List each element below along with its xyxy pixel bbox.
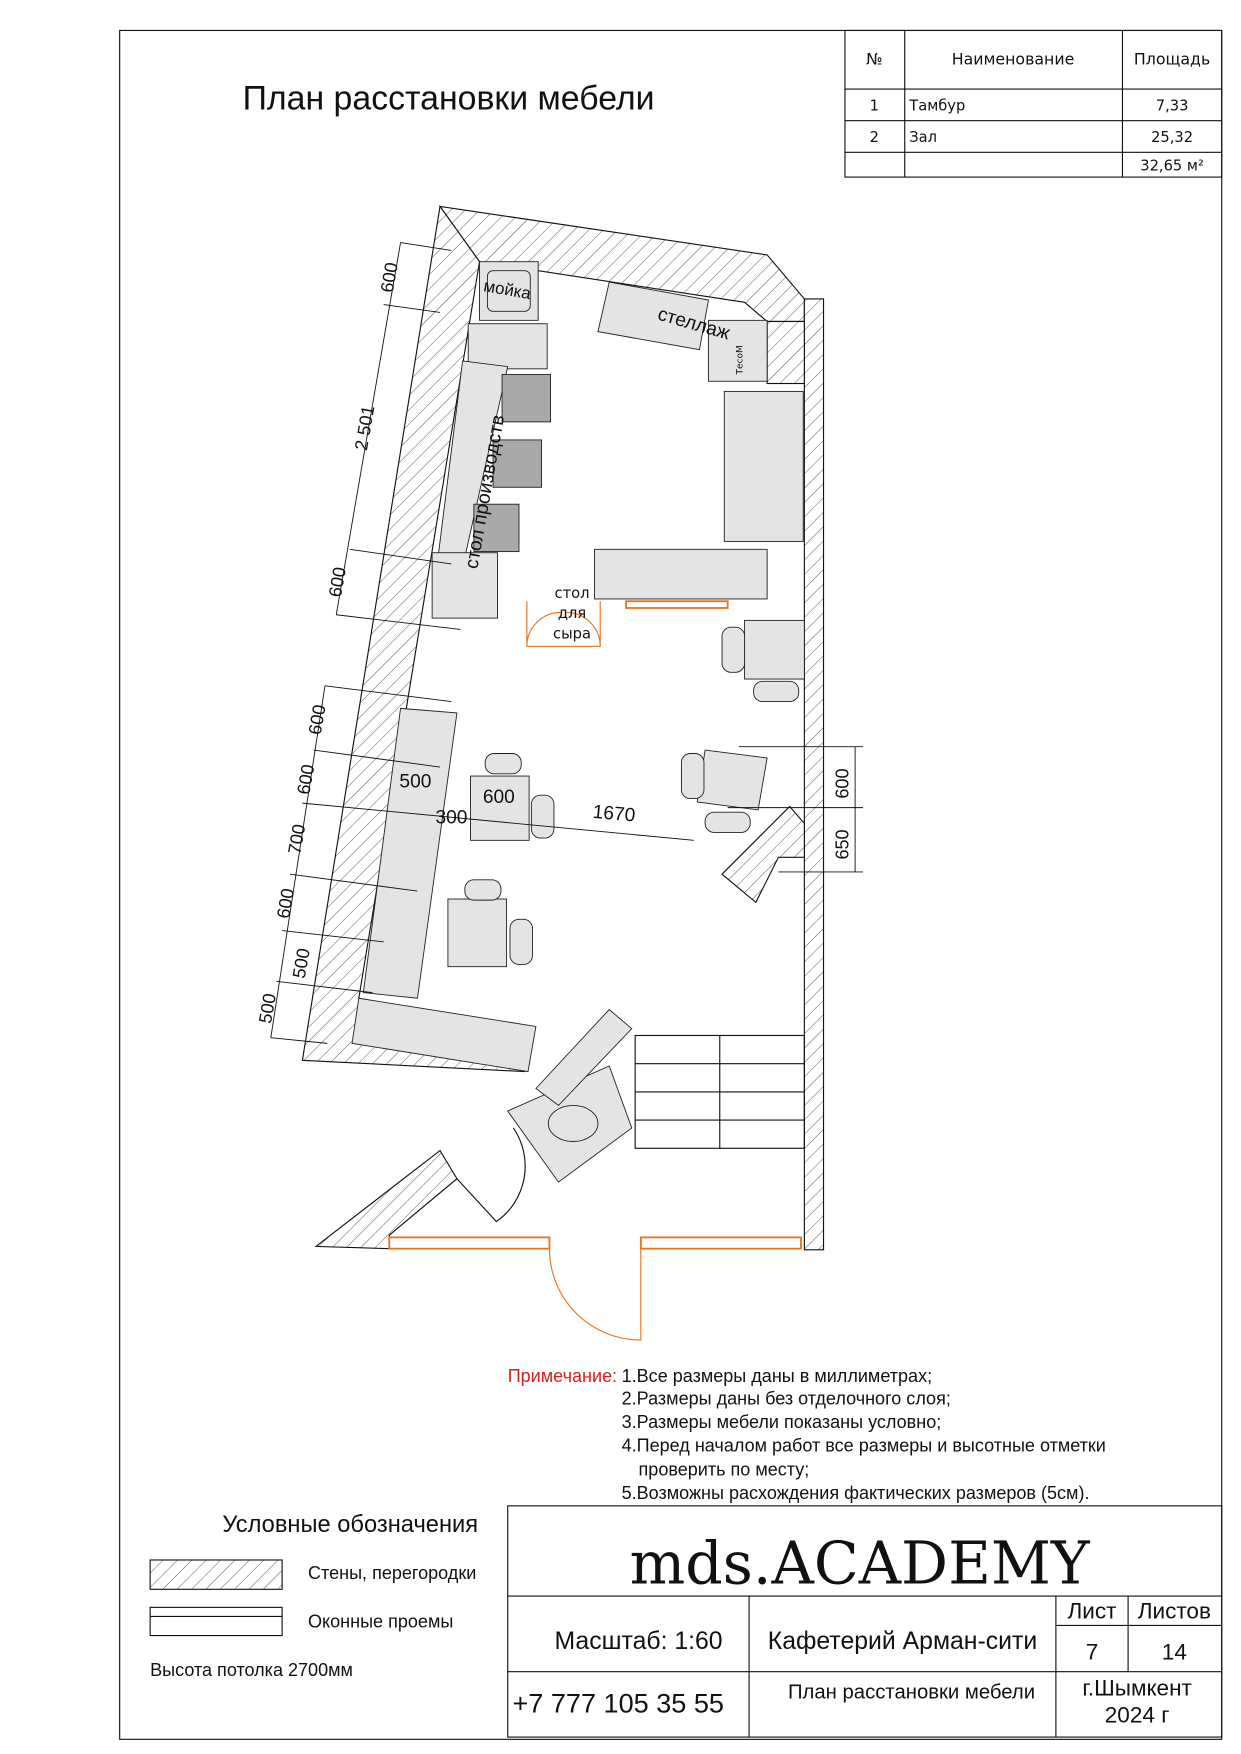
- table: [744, 619, 805, 680]
- floor-plan: мойка стеллаж ТесоМ стол производств сто…: [255, 204, 864, 1341]
- equipment: [501, 374, 552, 423]
- dim-label: 600: [305, 703, 330, 736]
- dim-label: 1670: [592, 802, 636, 827]
- chair: [753, 680, 800, 703]
- window-swatch: [149, 1606, 283, 1637]
- dim-label: 650: [832, 829, 852, 859]
- fridge: [723, 390, 804, 542]
- entry-wall: [314, 1149, 458, 1250]
- table: [470, 775, 530, 841]
- legend-title: Условные обозначения: [222, 1512, 478, 1538]
- dim-label: 600: [377, 261, 402, 294]
- phone: +7 777 105 35 55: [513, 1687, 724, 1718]
- legend: Условные обозначения Стены, перегородки …: [149, 1512, 478, 1680]
- sofa: [362, 707, 458, 999]
- drawing-name: План расстановки мебели: [788, 1682, 1035, 1704]
- window: [639, 1236, 802, 1250]
- note-item: 1.Все размеры даны в миллиметрах;: [622, 1366, 932, 1386]
- chair: [530, 794, 555, 839]
- counter: [594, 548, 768, 600]
- partition: [535, 1008, 633, 1107]
- header-name: Наименование: [952, 49, 1075, 68]
- rooms-table: № Наименование Площадь 1 Тамбур 7,33 2 З…: [844, 29, 1223, 178]
- sheets-label: Листов: [1138, 1599, 1211, 1624]
- dim-label: 600: [293, 763, 318, 796]
- legend-walls: Стены, перегородки: [308, 1563, 476, 1583]
- dim-label: 600: [273, 887, 298, 920]
- equipment: [492, 439, 542, 488]
- chair: [721, 626, 746, 673]
- dimension-lines: [270, 242, 864, 1044]
- header-num: №: [866, 49, 882, 68]
- dim-label: 500: [399, 771, 431, 792]
- dim-label: 700: [284, 823, 309, 856]
- city: г.Шымкент: [1082, 1675, 1192, 1700]
- note-item: проверить по месту;: [639, 1459, 810, 1479]
- equipment: [473, 503, 520, 553]
- washbasin: [547, 1104, 599, 1142]
- chair: [484, 753, 522, 775]
- sofa: [351, 997, 537, 1073]
- shelf-unit: [708, 319, 768, 382]
- year: 2024 г: [1105, 1702, 1170, 1727]
- window: [625, 600, 729, 609]
- wall-swatch: [149, 1559, 283, 1590]
- dimension-labels: 600 2 501 600 600 600 700 600 500 500 50…: [255, 261, 852, 1025]
- notes-heading: Примечание:: [508, 1366, 617, 1386]
- legend-windows: Оконные проемы: [308, 1612, 453, 1632]
- sheet-number: 7: [1086, 1639, 1099, 1664]
- total-area: 32,65 м²: [1140, 157, 1204, 174]
- header-area: Площадь: [1134, 49, 1210, 68]
- sheets-count: 14: [1162, 1639, 1187, 1664]
- scale: Масштаб: 1:60: [554, 1628, 722, 1655]
- label-cheese-table: для: [558, 605, 586, 622]
- sheet-frame: [119, 29, 1223, 1740]
- label-cheese-table: стол: [555, 585, 590, 602]
- chair: [464, 879, 502, 901]
- row-name: Тамбур: [908, 98, 965, 115]
- shelf: [597, 281, 710, 351]
- appliance: [431, 552, 499, 619]
- row-num: 1: [870, 98, 879, 115]
- pier-wall: [766, 320, 805, 385]
- title-block: mds.ACADEMY Масштаб: 1:60 Кафетерий Арма…: [507, 1505, 1223, 1738]
- dim-label: 500: [255, 992, 280, 1025]
- row-num: 2: [870, 129, 879, 146]
- logo: mds.ACADEMY: [630, 1530, 1091, 1598]
- dim-label: 600: [832, 769, 852, 799]
- counter: [467, 323, 548, 370]
- chair: [509, 918, 533, 965]
- entry-door: [548, 1248, 642, 1341]
- table: [447, 898, 508, 968]
- dim-label: 500: [289, 947, 314, 980]
- ceiling-height: Высота потолка 2700мм: [150, 1660, 353, 1680]
- row-area: 7,33: [1156, 98, 1189, 115]
- note-item: 5.Возможны расхождения фактических разме…: [622, 1483, 1090, 1503]
- dim-label: 600: [325, 565, 350, 598]
- row-area: 25,32: [1151, 129, 1193, 146]
- note-item: 2.Размеры даны без отделочного слоя;: [622, 1388, 951, 1408]
- chair: [704, 811, 751, 833]
- note-item: 4.Перед началом работ все размеры и высо…: [622, 1436, 1106, 1456]
- label-cheese-table: сыра: [553, 625, 591, 642]
- sheet-label: Лист: [1067, 1599, 1116, 1624]
- dim-label: 600: [483, 787, 515, 808]
- dim-label: 2 501: [351, 404, 379, 452]
- window: [388, 1236, 551, 1250]
- brand-mark: ТесоМ: [735, 345, 745, 375]
- wc-door: [456, 1127, 526, 1223]
- notes: Примечание: 1.Все размеры даны в миллиме…: [508, 1366, 1106, 1503]
- kitchen-door: [526, 601, 601, 647]
- sink-bowl: [486, 270, 531, 312]
- right-wall: [803, 298, 825, 1251]
- table: [696, 749, 768, 811]
- column-wall: [721, 805, 805, 904]
- chair: [680, 753, 705, 800]
- project-name: Кафетерий Арман-сити: [768, 1628, 1037, 1655]
- row-name: Зал: [909, 129, 937, 146]
- page-title: План расстановки мебели: [243, 79, 655, 117]
- dim-label: 300: [436, 807, 468, 828]
- note-item: 3.Размеры мебели показаны условно;: [622, 1412, 942, 1432]
